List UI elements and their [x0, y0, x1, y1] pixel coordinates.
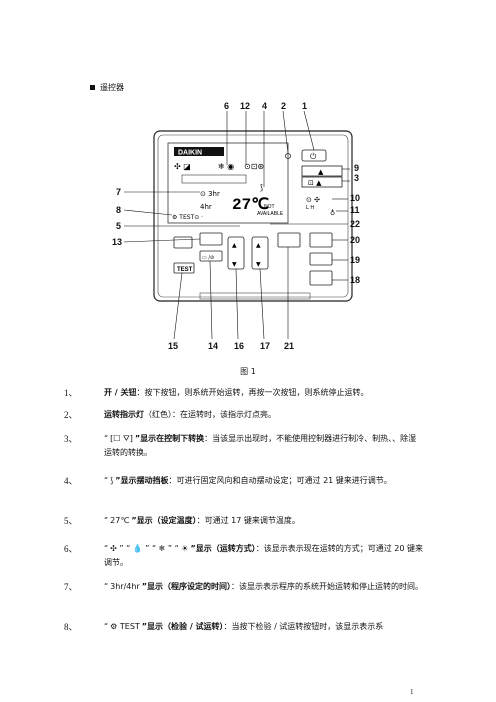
svg-text:12: 12: [240, 101, 250, 111]
section-heading: 遥控器: [90, 82, 124, 93]
test-display-icon: ⚙ TEST: [110, 622, 140, 631]
ventilation-mode-button[interactable]: [173, 236, 193, 249]
swing-flap-icon: ⟆: [110, 476, 114, 485]
program-time-icon: 4hr: [200, 203, 212, 211]
cool-heat-icon: ❄ ◉: [218, 162, 234, 171]
svg-text:9: 9: [354, 163, 359, 173]
svg-text:7: 7: [116, 187, 121, 197]
svg-text:1: 1: [302, 101, 307, 111]
svg-text:6: 6: [224, 101, 229, 111]
svg-text:10: 10: [350, 193, 360, 203]
svg-text:⊡ ▲: ⊡ ▲: [308, 179, 322, 187]
remote-controller-figure: DAIKIN ✣ ◪ ❄ ◉ ⊙⊡⊛ ⊙ 3hr 4hr 27℃ ⚙ TEST⊙…: [112, 95, 360, 355]
svg-text:▼: ▼: [232, 261, 237, 268]
svg-text:22: 22: [350, 219, 360, 229]
svg-text:11: 11: [350, 205, 360, 215]
brand-logo: DAIKIN: [178, 150, 202, 157]
inspection-button[interactable]: [301, 176, 343, 188]
svg-text:TEST: TEST: [177, 267, 193, 273]
fan-mode-icon: ✣ ◪: [174, 162, 191, 171]
svg-text:4: 4: [262, 101, 267, 111]
operation-mode-icons: ✣ ” “ 💧 ” “ ❄ ” “ ☀: [110, 544, 189, 553]
timer-mode-button[interactable]: [199, 232, 223, 246]
svg-text:13: 13: [112, 237, 122, 247]
svg-text:15: 15: [168, 341, 178, 351]
svg-text:19: 19: [350, 255, 360, 265]
set-temp-icon: 27℃: [110, 516, 130, 525]
svg-text:AVAILABLE: AVAILABLE: [257, 211, 284, 217]
callout-labels: 6 12 4 2 1 7 8 5 13 9 3 10 11 22 20 19 1…: [112, 101, 360, 351]
program-time-icon: 3hr/4hr: [110, 582, 140, 591]
svg-text:17: 17: [260, 341, 270, 351]
airflow-direction-button[interactable]: [277, 232, 301, 248]
operation-mode-button[interactable]: [309, 232, 333, 248]
fan-speed-button[interactable]: [309, 252, 333, 266]
svg-text:20: 20: [350, 235, 360, 245]
filter-sign-icon: ♁: [330, 209, 335, 217]
svg-text:3: 3: [354, 173, 359, 183]
not-available-text: NOT: [264, 204, 275, 210]
svg-text:2: 2: [281, 101, 286, 111]
remote-controller-diagram: DAIKIN ✣ ◪ ❄ ◉ ⊙⊡⊛ ⊙ 3hr 4hr 27℃ ⚙ TEST⊙…: [112, 101, 360, 351]
control-changeover-icon: [☐ ⛛]: [110, 434, 133, 443]
control-changeover-icon: ⊙⊡⊛: [244, 162, 264, 171]
svg-text:▲: ▲: [232, 242, 237, 249]
filter-up-button[interactable]: [301, 165, 343, 177]
test-button[interactable]: [173, 262, 195, 274]
set-temp-display: 27℃: [232, 196, 269, 214]
operation-lamp: [285, 153, 291, 159]
filter-reset-button[interactable]: [309, 270, 333, 286]
page-number: 1: [410, 688, 414, 696]
power-icon: ⏻: [310, 152, 317, 161]
svg-text:16: 16: [234, 341, 244, 351]
svg-text:▼: ▼: [256, 261, 261, 268]
svg-text:14: 14: [208, 341, 218, 351]
timer-icon: ⊙ 3hr: [200, 190, 220, 198]
svg-text:L H: L H: [306, 205, 314, 211]
bullet-square-icon: [90, 85, 95, 90]
svg-text:▲: ▲: [256, 242, 261, 249]
swing-flap-icon: ⟆: [260, 183, 263, 192]
fan-speed-indicator-icon: ⊙ ✣: [306, 196, 320, 204]
figure-caption: 图 1: [240, 367, 256, 376]
test-display-icon: ⚙ TEST⊙ ·: [172, 214, 203, 221]
svg-text:8: 8: [116, 205, 121, 215]
svg-text:▭ /⊘: ▭ /⊘: [202, 255, 214, 261]
timer-set-button[interactable]: [199, 250, 223, 262]
svg-text:▲: ▲: [318, 168, 324, 176]
svg-text:5: 5: [116, 221, 121, 231]
svg-text:21: 21: [284, 341, 294, 351]
svg-text:18: 18: [350, 275, 360, 285]
